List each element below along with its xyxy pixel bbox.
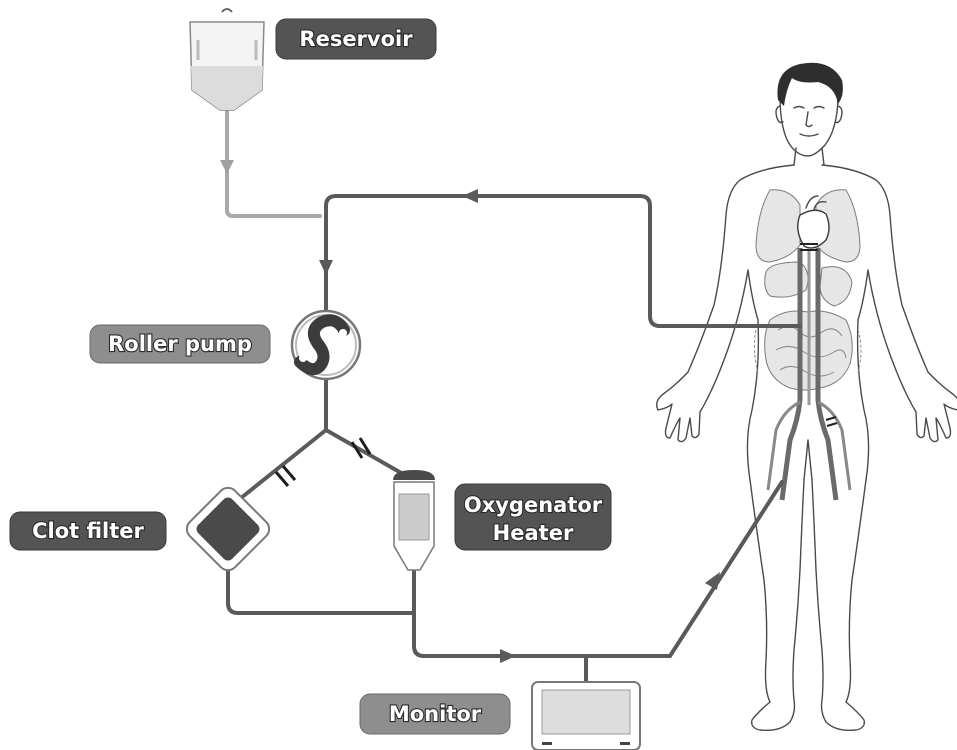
roller-pump-label-text: Roller pump <box>108 332 252 356</box>
drainage-arrow-down <box>319 260 333 275</box>
clot-filter-outlet-line <box>228 565 414 613</box>
reservoir-label: Reservoir <box>276 19 436 59</box>
monitor-label: Monitor <box>360 694 510 734</box>
oxygenator-icon <box>393 470 435 570</box>
return-arrow-bottom <box>500 649 516 663</box>
monitor-label-text: Monitor <box>389 702 482 726</box>
human-body-icon <box>657 63 957 731</box>
clot-filter-icon <box>183 484 274 575</box>
oxygenator-heater-label: Oxygenator Heater <box>455 484 611 550</box>
return-arrow-up <box>705 572 720 590</box>
reservoir-feed-line <box>227 110 320 216</box>
oxygenator-branch <box>326 430 410 478</box>
drainage-line <box>326 196 800 326</box>
reservoir-bag-icon <box>190 9 264 110</box>
reservoir-feed-arrow <box>220 160 234 174</box>
monitor-icon <box>532 682 640 750</box>
oxygenator-label-text: Oxygenator <box>464 493 603 517</box>
roller-pump-label: Roller pump <box>90 325 270 363</box>
drainage-arrow-top <box>462 189 478 203</box>
clot-filter-branch <box>236 430 326 502</box>
reservoir-label-text: Reservoir <box>299 27 413 51</box>
clot-filter-label-text: Clot filter <box>32 519 144 543</box>
heater-label-text: Heater <box>493 521 574 545</box>
roller-pump-icon <box>292 311 360 379</box>
clot-filter-label: Clot filter <box>10 512 166 550</box>
